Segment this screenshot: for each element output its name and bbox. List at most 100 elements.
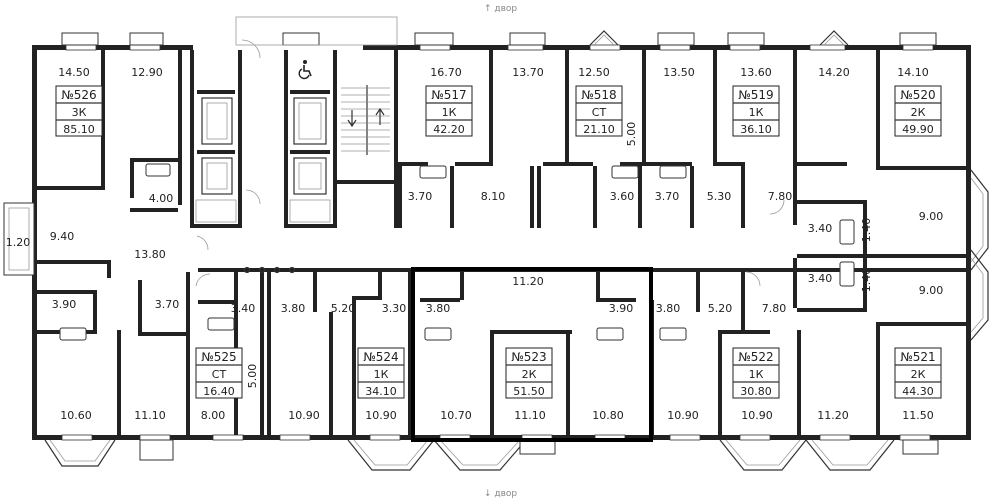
room-area: 5.20 (331, 302, 356, 315)
apartment-area: 30.80 (740, 385, 772, 398)
room-area: 3.70 (655, 190, 680, 203)
apartment-number: №517 (431, 88, 466, 102)
door-swings (195, 39, 785, 287)
apartment-521[interactable]: №521 2К 44.30 (894, 347, 942, 399)
room-area: 13.50 (663, 66, 695, 79)
apartment-type: СТ (212, 368, 227, 381)
room-area: 3.80 (426, 302, 451, 315)
room-area: 3.70 (155, 298, 180, 311)
apartment-type: 2К (911, 106, 926, 119)
apartment-number: №518 (581, 88, 616, 102)
room-area: 3.90 (52, 298, 77, 311)
room-area: 3.70 (408, 190, 433, 203)
apartment-517[interactable]: №517 1К 42.20 (425, 85, 473, 137)
room-area: 1.40 (860, 268, 873, 293)
apartment-number: №519 (738, 88, 773, 102)
room-area: 14.20 (818, 66, 850, 79)
apartment-522[interactable]: №522 1К 30.80 (732, 347, 780, 399)
apartment-type: 2К (522, 368, 537, 381)
apartment-524[interactable]: №524 1К 34.10 (357, 347, 405, 399)
room-area: 3.80 (656, 302, 681, 315)
room-area: 10.60 (60, 409, 92, 422)
staircase (341, 85, 390, 155)
wheelchair-icon (298, 60, 312, 80)
apartment-number: №525 (201, 350, 236, 364)
compass-top: ↑ двор (484, 4, 517, 14)
room-area: 11.20 (512, 275, 544, 288)
interior-walls (37, 50, 968, 435)
apartment-number: №520 (900, 88, 935, 102)
room-area: 3.40 (808, 222, 833, 235)
bathroom-fixtures (59, 163, 855, 341)
room-area: 3.40 (808, 272, 833, 285)
room-area: 12.50 (578, 66, 610, 79)
apartment-area: 16.40 (203, 385, 235, 398)
room-area: 5.00 (625, 122, 638, 147)
room-area: 10.90 (365, 409, 397, 422)
apartment-number: №522 (738, 350, 773, 364)
apartment-type: 1К (374, 368, 389, 381)
apartment-type: 1К (442, 106, 457, 119)
room-area: 1.40 (860, 218, 873, 243)
apartment-type: СТ (592, 106, 607, 119)
room-area: 13.70 (512, 66, 544, 79)
apartment-520[interactable]: №520 2К 49.90 (894, 85, 942, 137)
room-area: 14.50 (58, 66, 90, 79)
room-area: 13.60 (740, 66, 772, 79)
room-area: 3.60 (610, 190, 635, 203)
selected-apartment-outline[interactable] (411, 267, 653, 442)
room-area: 3.80 (281, 302, 306, 315)
room-area: 5.20 (708, 302, 733, 315)
room-area: 7.80 (762, 302, 787, 315)
room-area: 10.90 (667, 409, 699, 422)
apartment-number: №523 (511, 350, 546, 364)
compass-bottom: ↓ двор (484, 489, 517, 499)
apartment-number: №526 (61, 88, 96, 102)
room-area: 11.10 (514, 409, 546, 422)
apartment-526[interactable]: №526 3К 85.10 (55, 85, 103, 137)
room-area: 8.10 (481, 190, 506, 203)
room-area: 5.00 (246, 364, 259, 389)
apartment-523[interactable]: №523 2К 51.50 (505, 347, 553, 399)
apartment-type: 1К (749, 106, 764, 119)
room-area: 14.10 (897, 66, 929, 79)
apartment-number: №524 (363, 350, 398, 364)
apartment-518[interactable]: №518 СТ 21.10 (575, 85, 623, 137)
side-bays (3, 169, 989, 341)
apartment-area: 21.10 (583, 123, 615, 136)
top-bays (61, 16, 937, 46)
apartment-area: 44.30 (902, 385, 934, 398)
room-area: 3.30 (382, 302, 407, 315)
room-area: 10.70 (440, 409, 472, 422)
outer-walls (32, 44, 971, 441)
apartment-area: 34.10 (365, 385, 397, 398)
room-area-labels: 14.50 12.90 4.00 9.40 1.20 13.80 3.90 3.… (6, 66, 944, 422)
room-area: 1.20 (6, 236, 31, 249)
room-area: 5.30 (707, 190, 732, 203)
room-area: 3.90 (609, 302, 634, 315)
room-area: 9.00 (919, 284, 944, 297)
elevators (195, 97, 331, 223)
apartment-area: 36.10 (740, 123, 772, 136)
apartment-type: 3К (72, 106, 87, 119)
room-area: 10.90 (741, 409, 773, 422)
room-area: 3.40 (231, 302, 256, 315)
apartment-area: 85.10 (63, 123, 95, 136)
room-area: 4.00 (149, 192, 174, 205)
room-area: 8.00 (201, 409, 226, 422)
apartment-area: 49.90 (902, 123, 934, 136)
bottom-bays (44, 439, 939, 471)
room-area: 10.80 (592, 409, 624, 422)
room-area: 16.70 (430, 66, 462, 79)
room-area: 11.50 (902, 409, 934, 422)
apartment-type: 1К (749, 368, 764, 381)
room-area: 11.10 (134, 409, 166, 422)
room-area: 11.20 (817, 409, 849, 422)
apartment-525[interactable]: №525 СТ 16.40 (195, 347, 243, 399)
room-area: 10.90 (288, 409, 320, 422)
apartment-519[interactable]: №519 1К 36.10 (732, 85, 780, 137)
room-area: 7.80 (768, 190, 793, 203)
room-area: 9.00 (919, 210, 944, 223)
apartment-number: №521 (900, 350, 935, 364)
